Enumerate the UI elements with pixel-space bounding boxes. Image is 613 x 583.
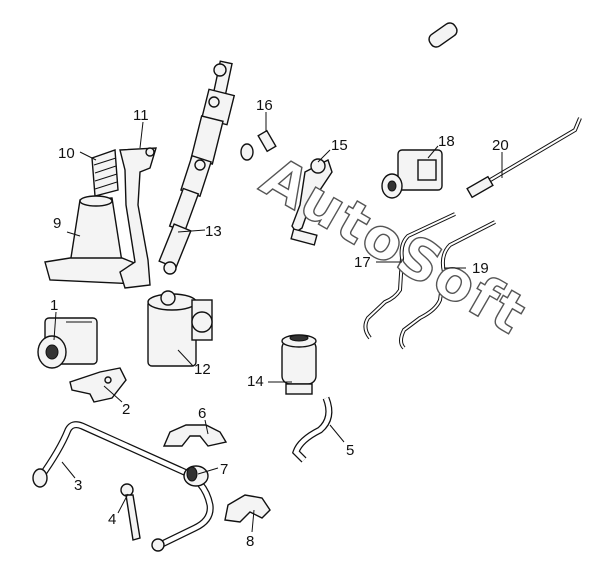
callout-9: 9 bbox=[53, 215, 61, 232]
part-9-cone-housing bbox=[44, 195, 143, 285]
part-4-link bbox=[120, 483, 165, 552]
callout-18: 18 bbox=[438, 133, 455, 150]
callout-3: 3 bbox=[74, 477, 82, 494]
part-12-gear-box bbox=[147, 290, 213, 367]
part-2-mount-bracket bbox=[69, 367, 127, 403]
callout-19: 19 bbox=[472, 260, 489, 277]
callout-4: 4 bbox=[108, 511, 116, 528]
part-6-clamp bbox=[162, 424, 228, 447]
part-20-tie-rod bbox=[466, 117, 582, 199]
part-8-clamp-bracket bbox=[224, 494, 271, 523]
callout-20: 20 bbox=[492, 137, 509, 154]
callout-6: 6 bbox=[198, 405, 206, 422]
part-15-pitman-arm bbox=[290, 158, 333, 246]
part-19-pipe bbox=[399, 220, 496, 350]
callout-5: 5 bbox=[346, 442, 354, 459]
callout-8: 8 bbox=[246, 533, 254, 550]
part-16-rod bbox=[240, 22, 458, 161]
callout-12: 12 bbox=[194, 361, 211, 378]
callout-17: 17 bbox=[354, 254, 371, 271]
callout-16: 16 bbox=[256, 97, 273, 114]
part-3-stabilizer-bar bbox=[32, 421, 214, 549]
part-17-pipe bbox=[363, 212, 456, 340]
callout-14: 14 bbox=[247, 373, 264, 390]
callout-13: 13 bbox=[205, 223, 222, 240]
part-18-pump bbox=[381, 149, 443, 199]
part-10-boot bbox=[91, 149, 119, 197]
part-14-reservoir bbox=[281, 334, 317, 395]
part-11-bracket bbox=[119, 147, 157, 289]
leader-lines bbox=[53, 112, 503, 533]
callout-1: 1 bbox=[50, 297, 58, 314]
callout-7: 7 bbox=[220, 461, 228, 478]
callout-15: 15 bbox=[331, 137, 348, 154]
callout-2: 2 bbox=[122, 401, 130, 418]
part-1-pump-unit bbox=[37, 317, 98, 369]
part-13-steering-column bbox=[158, 60, 236, 275]
part-5-hose bbox=[291, 396, 333, 463]
callouts: 1 2 3 4 5 6 7 8 9 10 11 12 13 14 15 16 1… bbox=[50, 97, 509, 550]
callout-11: 11 bbox=[133, 107, 149, 124]
callout-10: 10 bbox=[58, 145, 75, 162]
part-7-bushing bbox=[183, 465, 209, 487]
